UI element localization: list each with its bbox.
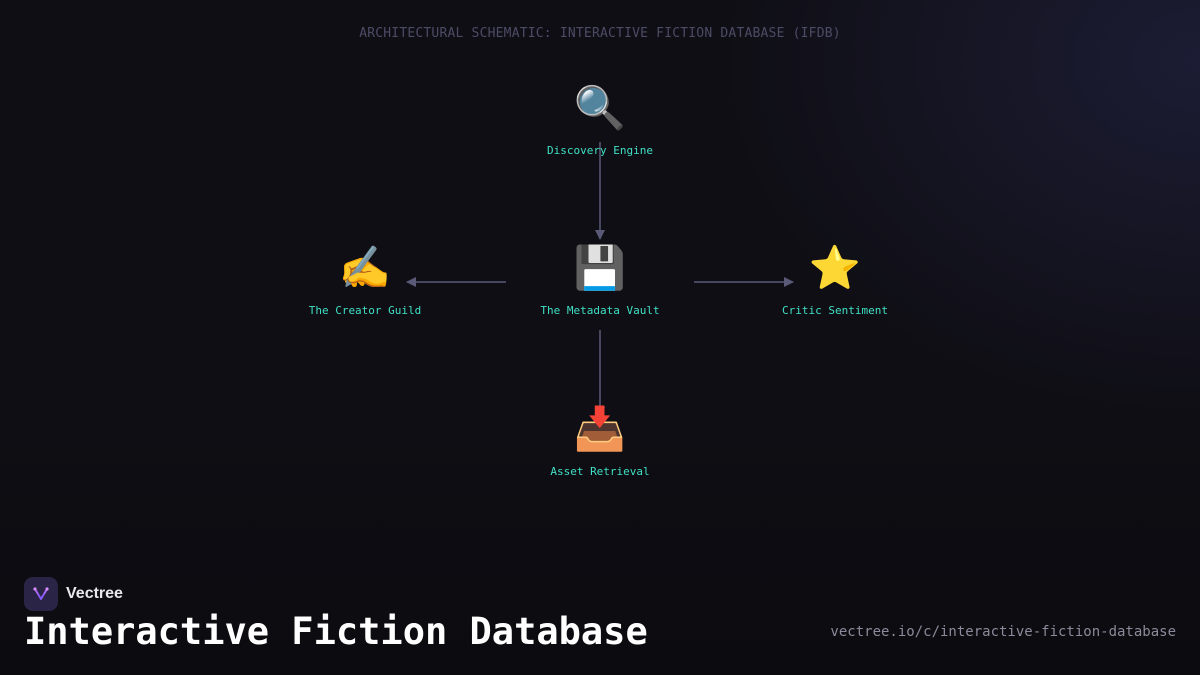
node-label: Discovery Engine (547, 144, 653, 157)
star-icon: ⭐ (808, 243, 862, 292)
floppy-disk-icon: 💾 (573, 243, 627, 292)
node-label: Asset Retrieval (550, 465, 650, 478)
page-url[interactable]: vectree.io/c/interactive-fiction-databas… (830, 624, 1176, 640)
page-title: Interactive Fiction Database (24, 610, 648, 653)
node-label: Critic Sentiment (782, 304, 888, 317)
node-asset-retrieval[interactable]: 📥 Asset Retrieval (500, 403, 700, 478)
schematic-title: ARCHITECTURAL SCHEMATIC: INTERACTIVE FIC… (359, 26, 841, 41)
node-label: The Creator Guild (308, 304, 422, 317)
node-label: The Metadata Vault (540, 304, 660, 317)
writing-hand-icon: ✍️ (338, 243, 392, 292)
node-discovery-engine[interactable]: 🔍 Discovery Engine (500, 82, 700, 157)
vectree-logo-icon (24, 577, 58, 611)
node-creator-guild[interactable]: ✍️ The Creator Guild (265, 242, 465, 317)
inbox-tray-icon: 📥 (573, 404, 627, 453)
magnifying-glass-icon: 🔍 (573, 83, 627, 132)
brand[interactable]: Vectree (24, 577, 123, 611)
node-metadata-vault[interactable]: 💾 The Metadata Vault (500, 242, 700, 317)
brand-name: Vectree (66, 585, 123, 602)
node-critic-sentiment[interactable]: ⭐ Critic Sentiment (735, 242, 935, 317)
